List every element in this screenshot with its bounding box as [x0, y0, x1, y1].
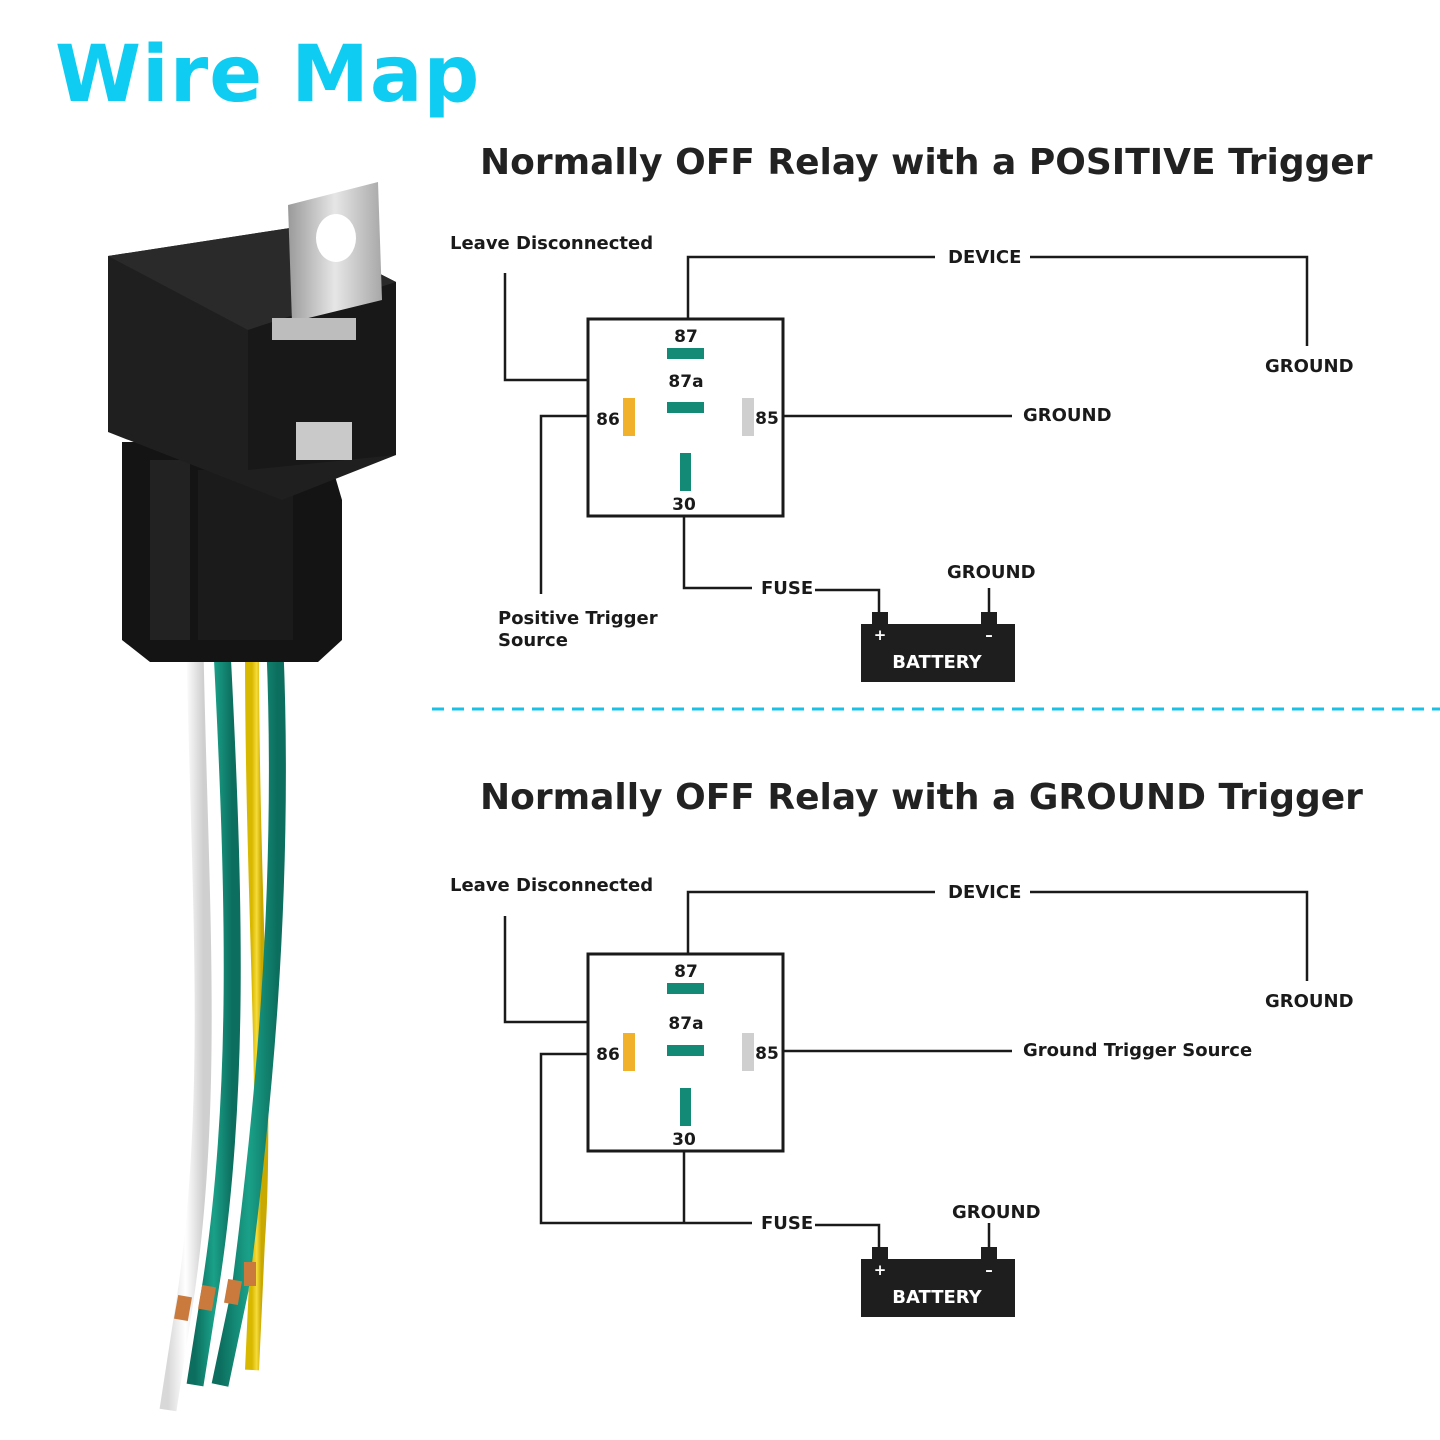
wire-fuse-battery — [815, 588, 881, 614]
copper-end — [198, 1284, 216, 1312]
diagram-title: Normally OFF Relay with a POSITIVE Trigg… — [480, 142, 1373, 183]
diagram-ground-trigger: Normally OFF Relay with a GROUND Trigger… — [450, 777, 1363, 1317]
wire-device-ground — [1030, 255, 1309, 346]
battery-label: BATTERY — [892, 1287, 982, 1308]
battery-terminal-plus — [872, 1247, 888, 1261]
wire-86-trigger — [539, 414, 588, 594]
fuse-label: FUSE — [761, 1213, 813, 1234]
wire-30-fuse — [682, 517, 752, 590]
contact-86 — [623, 398, 635, 436]
battery-minus-sign: – — [985, 1261, 993, 1279]
wire-87-device — [686, 255, 935, 318]
wire-fuse-battery — [815, 1223, 881, 1249]
relay-photo — [108, 182, 396, 1412]
battery-label: BATTERY — [892, 652, 982, 673]
pin-87-label: 87 — [674, 962, 698, 982]
pin-85-label: 85 — [755, 409, 779, 429]
contact-87 — [667, 348, 704, 359]
yellow-wire — [245, 649, 269, 1371]
device-ground-label: GROUND — [1265, 991, 1354, 1012]
page-title: Wire Map — [55, 30, 481, 120]
white-wire — [159, 649, 212, 1412]
device-ground-label: GROUND — [1265, 356, 1354, 377]
pin-85-label: 85 — [755, 1044, 779, 1064]
device-label: DEVICE — [948, 247, 1021, 268]
contact-85 — [742, 1033, 754, 1071]
copper-end — [244, 1262, 256, 1286]
pin85-target-label: GROUND — [1023, 405, 1112, 426]
leave-disconnected-label: Leave Disconnected — [450, 875, 653, 896]
copper-end — [224, 1278, 242, 1306]
battery-terminal-minus — [981, 1247, 997, 1261]
contact-86 — [623, 1033, 635, 1071]
pin-87-label: 87 — [674, 327, 698, 347]
diagram-positive-trigger: Normally OFF Relay with a POSITIVE Trigg… — [450, 142, 1373, 682]
contact-87a — [667, 402, 704, 413]
contact-87a — [667, 1045, 704, 1056]
battery — [861, 624, 1015, 682]
fuse-label: FUSE — [761, 578, 813, 599]
pin-87a-label: 87a — [668, 1014, 703, 1034]
terminal-clip — [296, 422, 352, 460]
wire-86-fuse — [539, 1052, 752, 1225]
green-wire-left — [186, 649, 241, 1387]
trigger-source-label-2: Source — [498, 630, 568, 651]
pin-86-label: 86 — [596, 410, 620, 430]
copper-end — [174, 1294, 192, 1322]
leave-disconnected-label: Leave Disconnected — [450, 233, 653, 254]
battery-terminal-minus — [981, 612, 997, 626]
battery-minus-sign: – — [985, 626, 993, 644]
battery — [861, 1259, 1015, 1317]
wire-87-device — [686, 890, 935, 953]
pin-87a-label: 87a — [668, 372, 703, 392]
battery-ground-label: GROUND — [952, 1202, 1041, 1223]
contact-30 — [680, 453, 691, 491]
mount-hole — [316, 214, 356, 262]
battery-plus-sign: + — [874, 626, 887, 644]
green-wire-right — [211, 649, 286, 1387]
battery-terminal-plus — [872, 612, 888, 626]
contact-30 — [680, 1088, 691, 1126]
pin-30-label: 30 — [672, 1130, 696, 1150]
pin-86-label: 86 — [596, 1045, 620, 1065]
diagram-title: Normally OFF Relay with a GROUND Trigger — [480, 777, 1363, 818]
pin-30-label: 30 — [672, 495, 696, 515]
battery-ground-label: GROUND — [947, 562, 1036, 583]
socket-clip — [150, 460, 190, 640]
contact-87 — [667, 983, 704, 994]
trigger-source-label: Positive Trigger — [498, 608, 658, 629]
contact-85 — [742, 398, 754, 436]
device-label: DEVICE — [948, 882, 1021, 903]
pin85-target-label: Ground Trigger Source — [1023, 1040, 1252, 1061]
wire-device-ground — [1030, 890, 1309, 981]
battery-plus-sign: + — [874, 1261, 887, 1279]
